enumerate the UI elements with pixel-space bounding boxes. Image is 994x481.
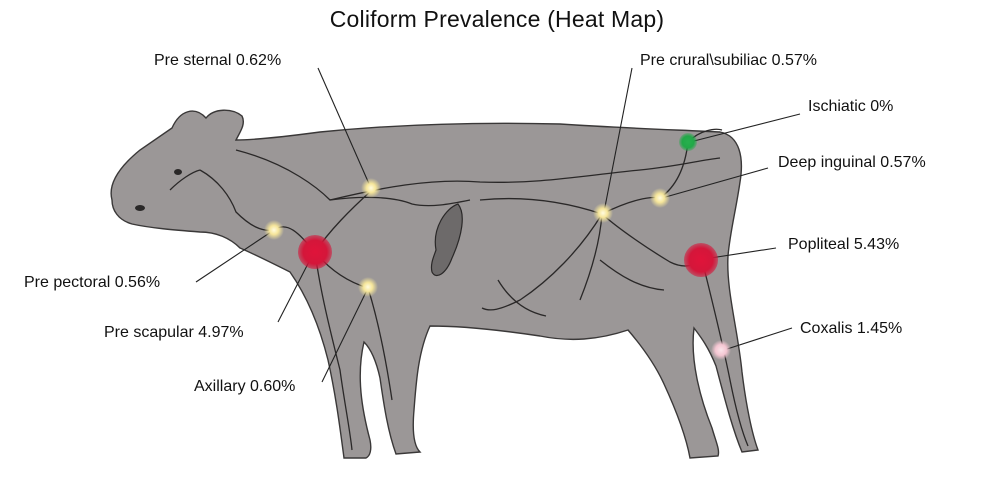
- cow-body: [111, 110, 758, 458]
- node-marker-pre-scapular: [298, 235, 332, 269]
- node-marker-pre-pectoral: [264, 220, 284, 240]
- label-axillary: Axillary 0.60%: [194, 378, 295, 396]
- label-deep-inguinal: Deep inguinal 0.57%: [778, 154, 926, 172]
- label-pre-crural: Pre crural\subiliac 0.57%: [640, 52, 817, 70]
- node-marker-axillary: [358, 277, 378, 297]
- node-marker-coxalis: [711, 340, 731, 360]
- label-popliteal: Popliteal 5.43%: [788, 236, 899, 254]
- label-pre-scapular: Pre scapular 4.97%: [104, 324, 244, 342]
- label-ischiatic: Ischiatic 0%: [808, 98, 893, 116]
- label-pre-sternal: Pre sternal 0.62%: [154, 52, 281, 70]
- leader-ischiatic: [690, 114, 800, 142]
- label-pre-pectoral: Pre pectoral 0.56%: [24, 274, 160, 292]
- node-marker-popliteal: [684, 243, 718, 277]
- node-marker-pre-sternal: [361, 178, 381, 198]
- node-marker-ischiatic: [679, 133, 697, 151]
- label-coxalis: Coxalis 1.45%: [800, 320, 902, 338]
- node-marker-deep-inguinal: [650, 188, 670, 208]
- node-marker-pre-crural: [593, 203, 613, 223]
- eye: [174, 169, 182, 175]
- nostril: [135, 205, 145, 211]
